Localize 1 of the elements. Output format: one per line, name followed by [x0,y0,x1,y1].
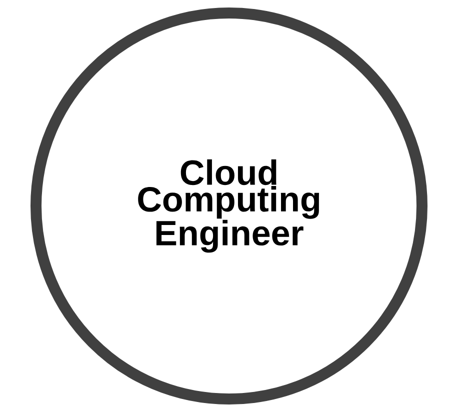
circle-node: Cloud Computing Engineer [30,8,428,404]
